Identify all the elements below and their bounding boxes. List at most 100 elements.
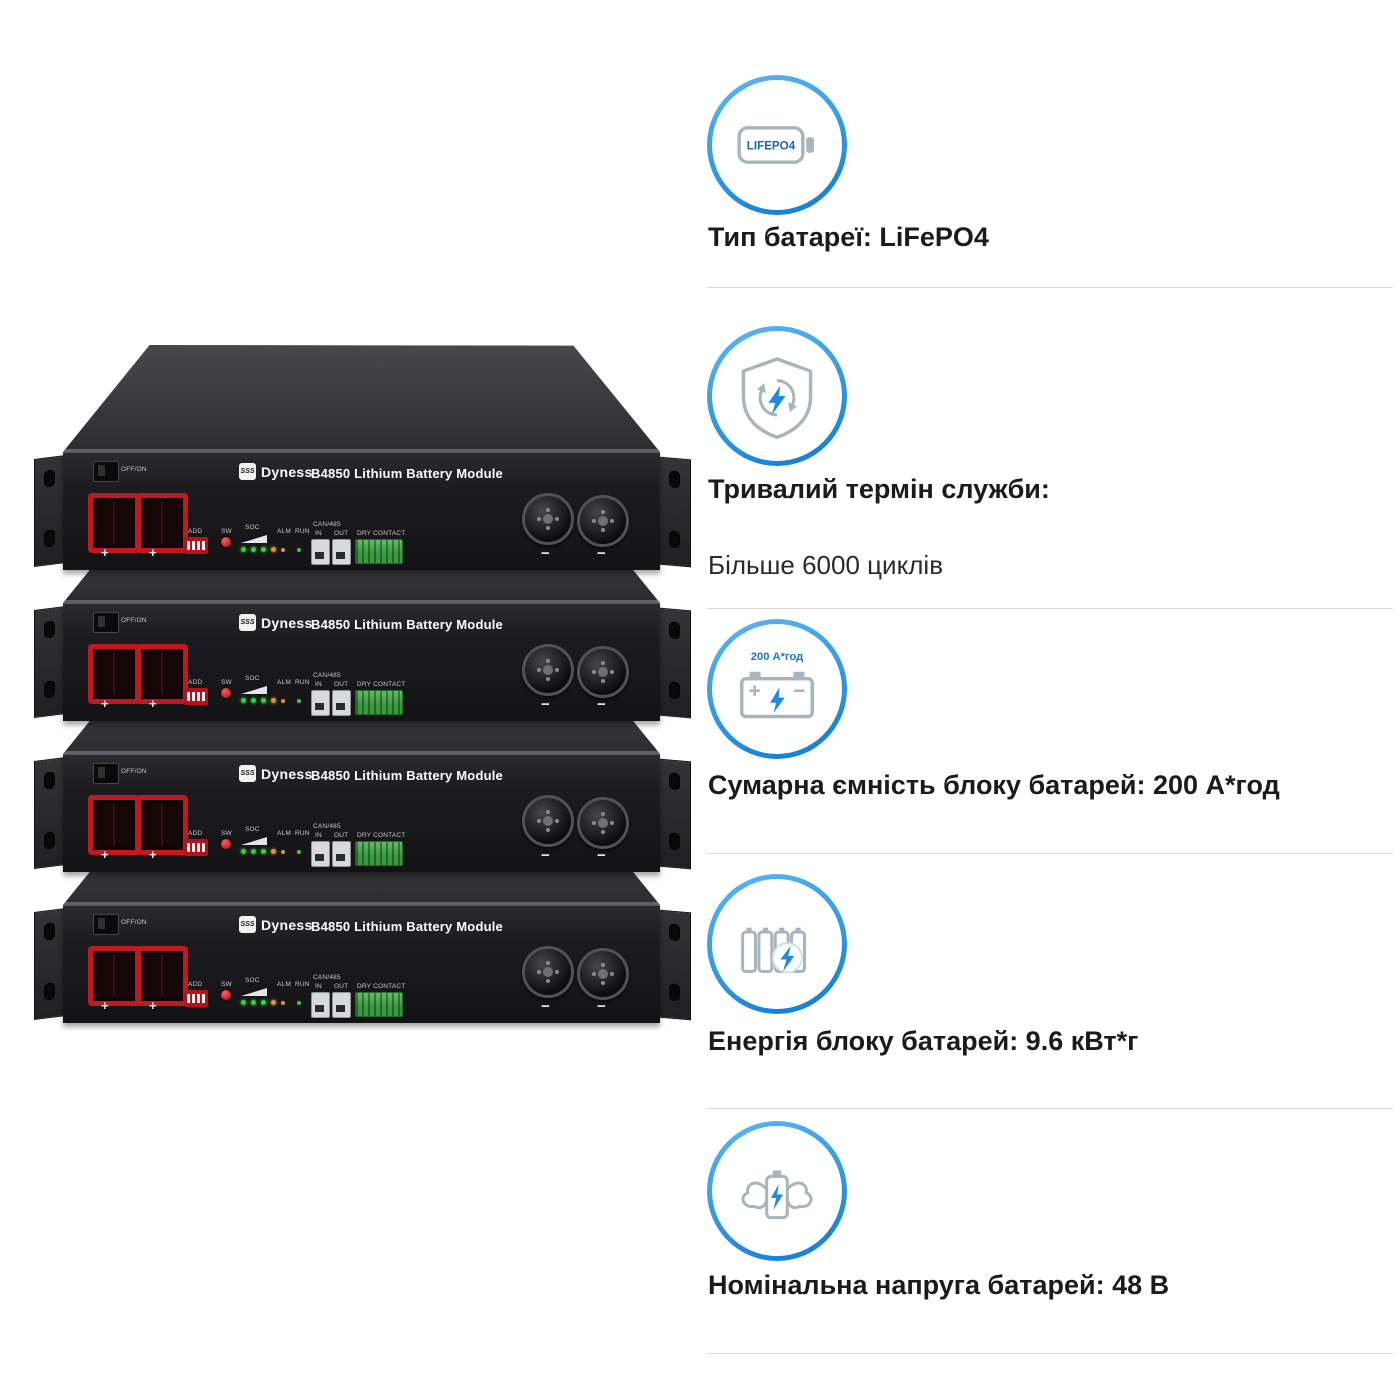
module-front-face: OFF/ON + + ADD SSS Dyness B4850 Lithium … xyxy=(63,905,660,1023)
power-switch-label: OFF/ON xyxy=(121,617,147,624)
minus-label: − xyxy=(541,998,550,1015)
module-top-face xyxy=(63,345,660,452)
mounting-hole xyxy=(44,469,55,488)
can485-label: CAN/485 xyxy=(313,974,341,981)
positive-connector-icon xyxy=(136,644,188,704)
run-label: RUN xyxy=(295,528,310,535)
alm-label: ALM xyxy=(277,528,291,535)
out-label: OUT xyxy=(334,530,349,537)
positive-connector-icon xyxy=(136,493,188,553)
soc-led-row xyxy=(241,547,276,552)
mounting-hole xyxy=(669,832,680,851)
can-in-port-icon xyxy=(311,841,330,867)
power-switch-icon xyxy=(93,612,119,633)
mounting-hole xyxy=(669,772,680,791)
add-label: ADD xyxy=(188,528,203,535)
positive-connector-icon xyxy=(136,946,188,1006)
plus-label: + xyxy=(149,545,157,560)
model-label: B4850 Lithium Battery Module xyxy=(311,466,503,481)
dry-contact-terminal-icon xyxy=(355,841,403,866)
minus-label: − xyxy=(541,696,550,713)
dry-contact-label: DRY CONTACT xyxy=(357,530,406,537)
sw-button-icon xyxy=(221,688,231,698)
brand-logo: SSS Dyness xyxy=(239,916,313,933)
dyness-logo-icon: SSS xyxy=(239,916,256,933)
out-label: OUT xyxy=(334,983,349,990)
add-label: ADD xyxy=(188,830,203,837)
out-label: OUT xyxy=(334,681,349,688)
alm-led-icon xyxy=(281,548,285,552)
can-out-port-icon xyxy=(332,539,351,565)
can-out-port-icon xyxy=(332,992,351,1018)
power-switch-label: OFF/ON xyxy=(121,919,147,926)
divider xyxy=(707,1353,1393,1354)
positive-connector-icon xyxy=(88,493,140,553)
alm-label: ALM xyxy=(277,981,291,988)
sw-button-icon xyxy=(221,537,231,547)
run-led-icon xyxy=(297,1001,301,1005)
power-switch-icon xyxy=(93,914,119,935)
can-in-port-icon xyxy=(311,992,330,1018)
soc-label: SOC xyxy=(245,675,260,682)
divider xyxy=(707,853,1393,854)
battery-module: OFF/ON + + ADD SSS Dyness B4850 Lithium … xyxy=(28,345,691,571)
minus-label: − xyxy=(541,847,550,864)
feature-title-lifespan: Тривалий термін служби: xyxy=(708,474,1050,504)
negative-connector-icon xyxy=(522,493,574,545)
run-label: RUN xyxy=(295,981,310,988)
can-in-port-icon xyxy=(311,690,330,716)
brand-logo: SSS Dyness xyxy=(239,463,313,480)
in-label: IN xyxy=(315,530,322,537)
divider xyxy=(707,608,1393,609)
soc-label: SOC xyxy=(245,524,260,531)
positive-connector-icon xyxy=(88,946,140,1006)
soc-led-row xyxy=(241,698,276,703)
power-switch-icon xyxy=(93,763,119,784)
capacity-icon-label: 200 А*год xyxy=(751,651,803,663)
dry-contact-label: DRY CONTACT xyxy=(357,832,406,839)
rack-ear-right xyxy=(659,607,691,719)
in-label: IN xyxy=(315,983,322,990)
lifepo4-battery-icon: LIFEPO4 xyxy=(707,75,847,215)
plus-label: + xyxy=(149,696,157,711)
run-led-icon xyxy=(297,850,301,854)
sw-label: SW xyxy=(221,981,232,988)
rack-ear-right xyxy=(659,456,691,568)
brand-name: Dyness xyxy=(261,765,313,782)
negative-connector-icon xyxy=(577,646,629,698)
plus-label: + xyxy=(101,998,109,1013)
brand-name: Dyness xyxy=(261,916,313,933)
alm-label: ALM xyxy=(277,830,291,837)
dry-contact-label: DRY CONTACT xyxy=(357,983,406,990)
alm-label: ALM xyxy=(277,679,291,686)
minus-label: − xyxy=(597,998,606,1015)
dip-switch-icon xyxy=(184,688,208,705)
negative-connector-icon xyxy=(577,797,629,849)
soc-wedge-icon xyxy=(241,686,267,694)
model-label: B4850 Lithium Battery Module xyxy=(311,768,503,783)
feature-title-battery-type: Тип батареї: LiFePO4 xyxy=(708,222,989,252)
module-front-face: OFF/ON + + ADD SSS Dyness B4850 Lithium … xyxy=(63,754,660,872)
mounting-hole xyxy=(44,922,55,941)
in-label: IN xyxy=(315,832,322,839)
model-label: B4850 Lithium Battery Module xyxy=(311,617,503,632)
module-front-face: OFF/ON + + ADD SSS Dyness B4850 Lithium … xyxy=(63,452,660,570)
can-out-port-icon xyxy=(332,690,351,716)
dyness-logo-icon: SSS xyxy=(239,765,256,782)
sw-button-icon xyxy=(221,990,231,1000)
battery-pack-svg xyxy=(741,927,807,974)
rack-ear-right xyxy=(659,758,691,870)
soc-led-row xyxy=(241,1000,276,1005)
add-label: ADD xyxy=(188,981,203,988)
positive-connector-icon xyxy=(88,795,140,855)
power-switch-icon xyxy=(93,461,119,482)
feature-title-capacity: Сумарна ємність блоку батарей: 200 А*год xyxy=(708,770,1280,800)
alm-led-icon xyxy=(281,699,285,703)
rack-ear-left xyxy=(34,455,66,567)
run-led-icon xyxy=(297,548,301,552)
divider xyxy=(707,1108,1393,1109)
rack-ear-left xyxy=(34,606,66,718)
dry-contact-terminal-icon xyxy=(355,539,403,564)
can485-label: CAN/485 xyxy=(313,521,341,528)
